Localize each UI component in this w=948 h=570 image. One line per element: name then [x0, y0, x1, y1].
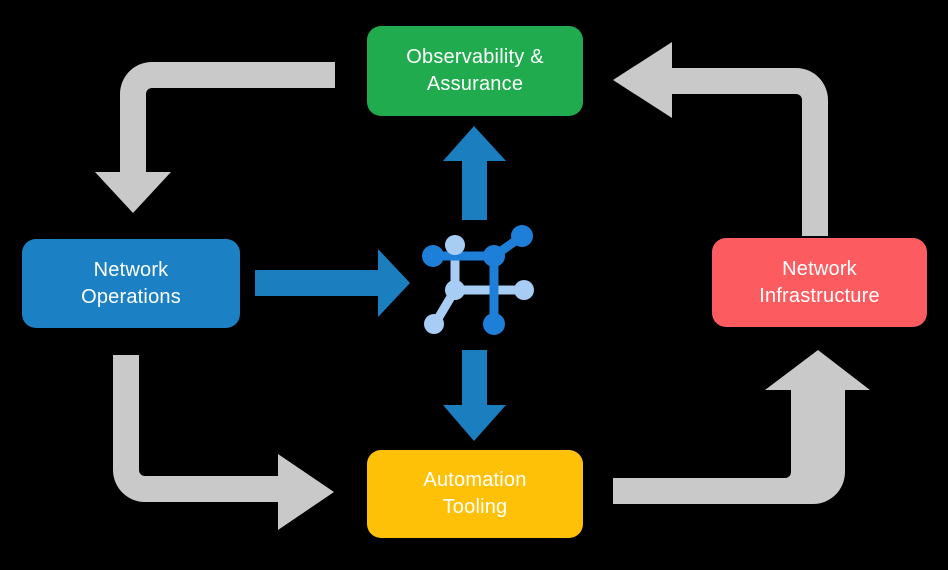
arrow-infrastructure-to-observability[interactable]	[613, 42, 828, 236]
arrow-operations-to-automation[interactable]	[113, 355, 334, 530]
node-network-infrastructure[interactable]: Network Infrastructure	[712, 238, 927, 327]
node-observability-assurance[interactable]: Observability & Assurance	[367, 26, 583, 116]
arrow-automation-to-infrastructure[interactable]	[613, 350, 870, 504]
arrow-operations-to-center[interactable]	[255, 249, 410, 317]
node-automation-tooling[interactable]: Automation Tooling	[367, 450, 583, 538]
arrow-center-to-automation[interactable]	[443, 350, 506, 441]
arrow-center-to-observability[interactable]	[443, 126, 506, 220]
network-topology-icon	[422, 225, 534, 335]
arrow-observability-to-operations[interactable]	[95, 62, 335, 213]
node-network-operations[interactable]: Network Operations	[22, 239, 240, 328]
